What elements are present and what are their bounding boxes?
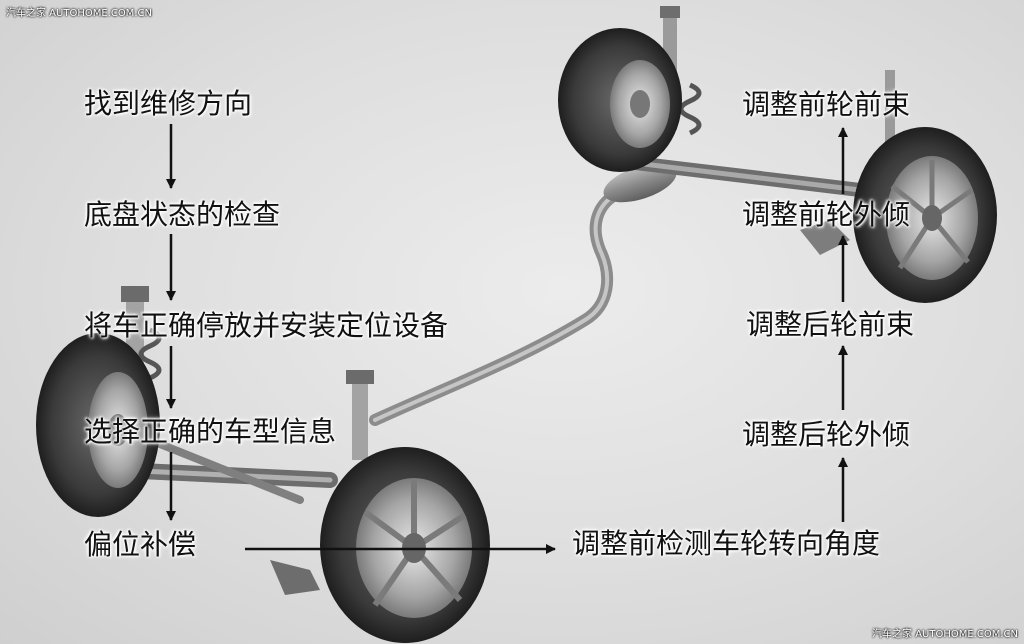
- step-adjust-front-camber: 调整前轮外倾: [742, 198, 911, 231]
- front-axle: [112, 286, 374, 595]
- rear-axle: [603, 6, 895, 255]
- step-chassis-inspection: 底盘状态的检查: [84, 198, 281, 231]
- step-select-vehicle-model: 选择正确的车型信息: [84, 415, 337, 448]
- step-runout-compensation: 偏位补偿: [84, 528, 197, 561]
- step-find-repair-direction: 找到维修方向: [84, 87, 253, 120]
- front-left-wheel: [36, 333, 160, 517]
- step-park-and-install-equipment: 将车正确停放并安装定位设备: [84, 309, 449, 342]
- step-adjust-rear-toe: 调整后轮前束: [746, 308, 915, 341]
- rear-right-wheel: [853, 127, 997, 303]
- step-adjust-rear-camber: 调整后轮外倾: [742, 418, 911, 451]
- exhaust-pipe: [369, 163, 677, 426]
- rear-left-wheel: [558, 28, 682, 172]
- step-adjust-front-toe: 调整前轮前束: [742, 88, 911, 121]
- watermark-top: 汽车之家 AUTOHOME.COM.CN: [6, 8, 152, 19]
- watermark-bottom: 汽车之家 AUTOHOME.COM.CN: [872, 629, 1018, 640]
- step-measure-steering-angle: 调整前检测车轮转向角度: [572, 527, 881, 560]
- front-right-wheel: [320, 447, 490, 643]
